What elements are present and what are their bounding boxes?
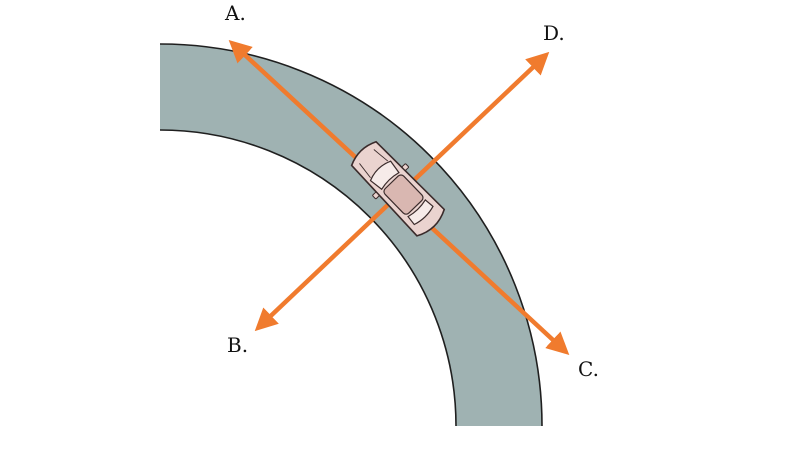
car-hood-line bbox=[359, 163, 371, 179]
car-side-mirror bbox=[401, 163, 409, 171]
label-b: B. bbox=[227, 333, 248, 357]
label-d: D. bbox=[543, 21, 565, 45]
label-c: C. bbox=[578, 357, 599, 381]
label-a: A. bbox=[224, 1, 246, 25]
car-windshield bbox=[369, 160, 400, 191]
car-side-mirror bbox=[372, 191, 380, 200]
curved-road bbox=[159, 43, 543, 427]
car-rear-window bbox=[407, 199, 434, 226]
car-top-view bbox=[350, 140, 446, 237]
car-hood-line bbox=[373, 149, 389, 162]
car-roof bbox=[383, 174, 424, 215]
road-surface bbox=[160, 44, 542, 426]
